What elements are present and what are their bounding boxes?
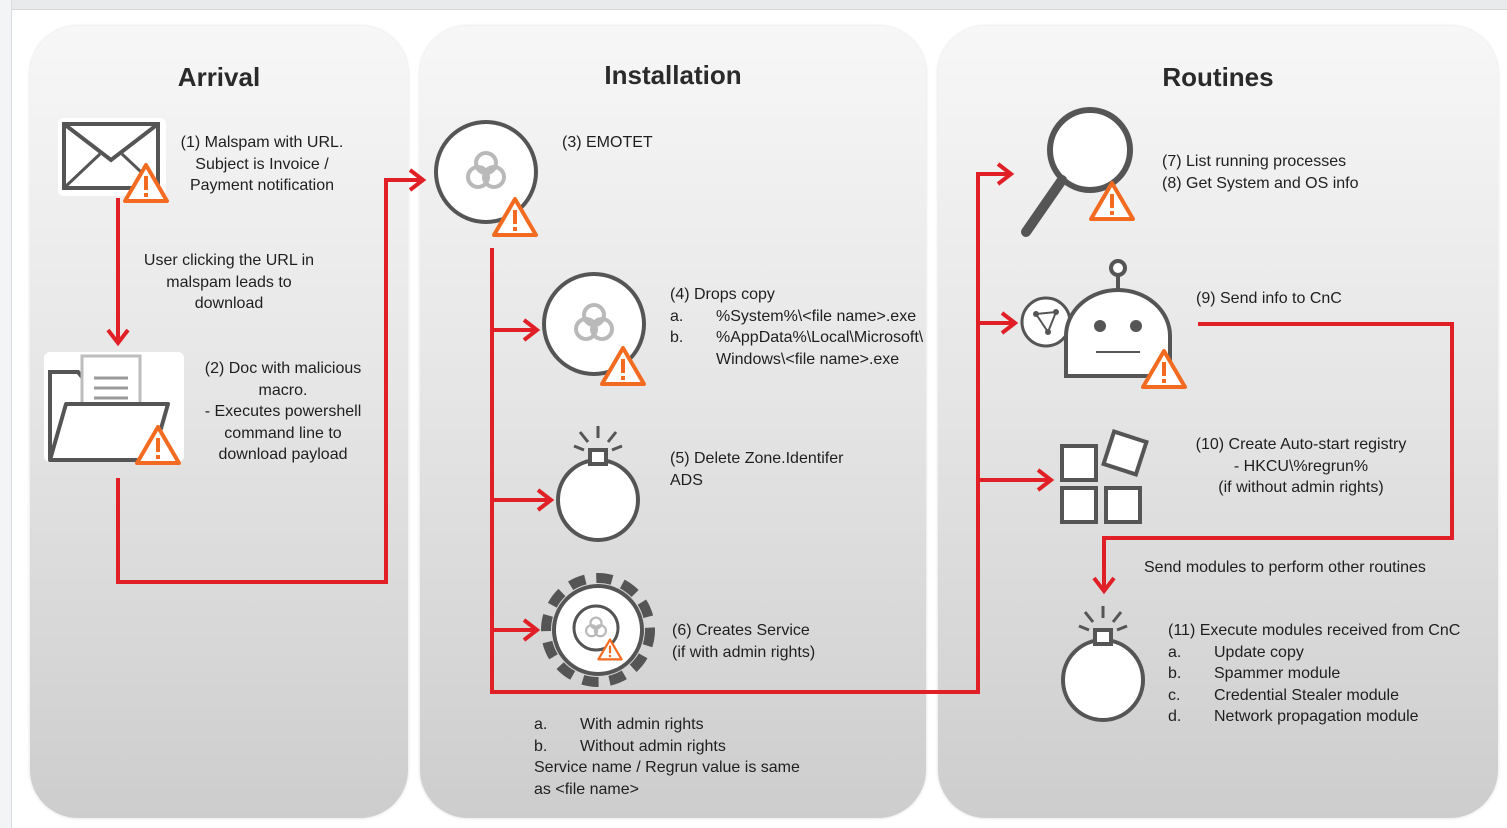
admin-note: a.With admin rights b.Without admin righ…	[534, 716, 800, 798]
step-10-label: (10) Create Auto-start registry - HKCU\%…	[1195, 436, 1407, 496]
modules-label: Send modules to perform other routines	[1144, 559, 1426, 576]
bomb-icon	[556, 426, 640, 542]
arrival-title: Arrival	[177, 62, 261, 92]
step-1-label: (1) Malspam with URL. Subject is Invoice…	[180, 134, 344, 194]
step-4-label: (4) Drops copy a.%System%\<file name>.ex…	[670, 286, 924, 368]
step-11-label: (11) Execute modules received from CnC a…	[1168, 622, 1461, 725]
installation-title: Installation	[604, 60, 742, 90]
click-label: User clicking the URL in malspam leads t…	[143, 252, 315, 312]
network-globe-icon	[1020, 296, 1072, 348]
bomb-icon	[1061, 606, 1145, 722]
window-top-bar	[0, 0, 1507, 10]
window-left-edge	[0, 0, 12, 828]
step-5-label: (5) Delete Zone.Identifer ADS	[670, 450, 844, 489]
flow-arrows	[116, 172, 1454, 694]
biohazard-icon	[542, 272, 646, 386]
routines-title: Routines	[1162, 62, 1274, 92]
routines-panel: Routines	[938, 26, 1498, 818]
step-7-8-label: (7) List running processes (8) Get Syste…	[1162, 153, 1359, 192]
arrow-heads	[106, 162, 1116, 642]
step-9-label: (9) Send info to CnC	[1196, 290, 1342, 307]
envelope-icon	[58, 118, 169, 203]
biohazard-icon	[434, 120, 538, 237]
folder-document-icon	[44, 352, 184, 465]
robot-icon	[1064, 259, 1187, 389]
blocks-icon	[1060, 429, 1149, 524]
gear-biohazard-icon	[541, 573, 655, 687]
magnifier-icon	[1021, 107, 1135, 237]
step-2-label: (2) Doc with malicious macro. - Executes…	[204, 360, 362, 463]
step-3-label: (3) EMOTET	[562, 134, 653, 151]
step-6-label: (6) Creates Service (if with admin right…	[672, 622, 816, 661]
